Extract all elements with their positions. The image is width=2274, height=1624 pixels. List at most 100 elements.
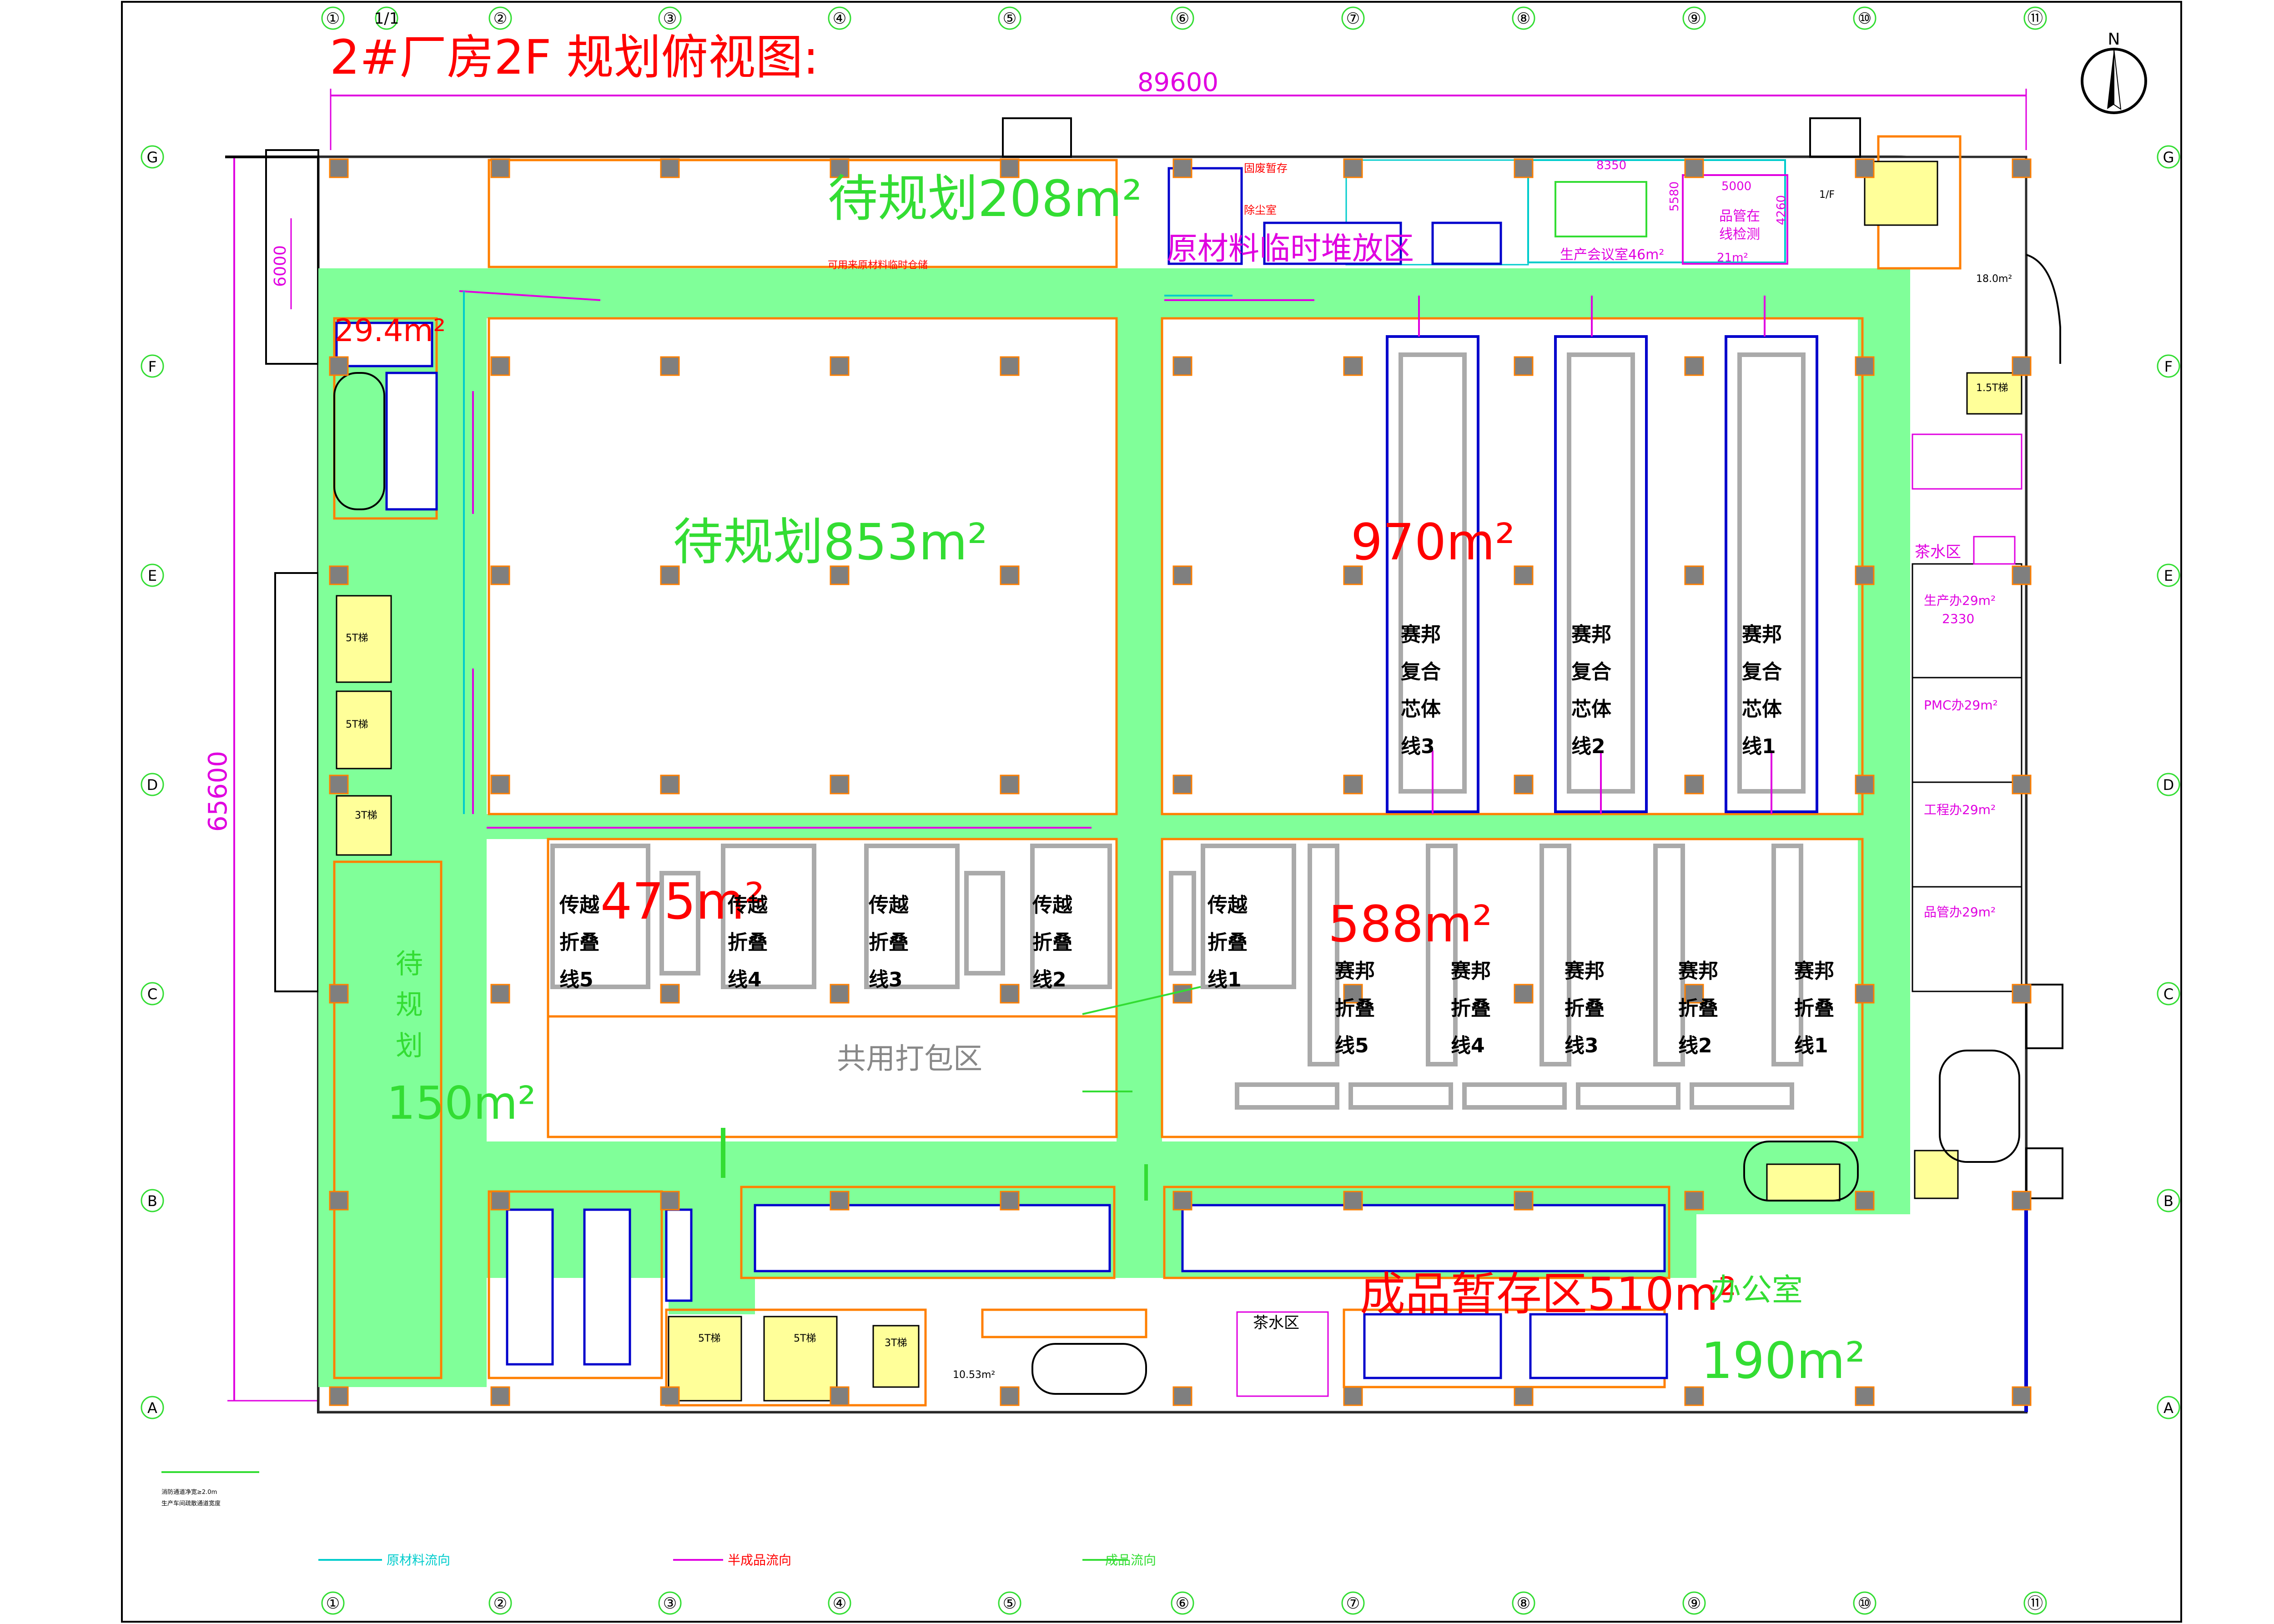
composite-line-label: 芯体: [1571, 698, 1611, 721]
waste-room: 固废暂存: [1244, 162, 1288, 175]
grid-row-label: G: [147, 149, 158, 166]
grid-row-marker: [2157, 982, 2180, 1006]
column: [1172, 1191, 1192, 1211]
column: [1172, 356, 1192, 376]
composite-line-label: 芯体: [1401, 698, 1441, 721]
composite-line-label: 赛邦: [1742, 623, 1782, 646]
transfer-line-label: 线5: [559, 968, 594, 991]
column: [1000, 565, 1020, 585]
dim-5580: 5580: [1668, 181, 1681, 211]
grid-col-marker-bottom: [828, 1591, 851, 1615]
transfer-line-label: 线4: [728, 968, 762, 991]
grid-col-label: ⑧: [1517, 10, 1530, 28]
zone-outlines: [333, 135, 1962, 1407]
saibang-line-label: 折叠: [1451, 997, 1491, 1020]
prod-office: 生产办29m²: [1924, 593, 1996, 608]
composite-line-label: 线1: [1742, 735, 1776, 758]
grid-col-marker: [1512, 6, 1535, 30]
grid-col-label: ⑦: [1346, 10, 1360, 28]
dim-2330: 2330: [1942, 611, 1974, 626]
column: [660, 1386, 680, 1406]
column: [660, 565, 680, 585]
grid-col-label-bottom: ④: [833, 1594, 846, 1613]
grid-row-marker: [141, 354, 164, 378]
page-title: 2#厂房2F 规划俯视图:: [330, 30, 819, 85]
grid-col-marker: [321, 6, 345, 30]
grid-col-marker-bottom: [1512, 1591, 1535, 1615]
left-strip-label-3: 划: [396, 1030, 423, 1062]
column: [830, 1191, 850, 1211]
grid-col-marker: [998, 6, 1021, 30]
column: [2012, 1191, 2032, 1211]
grid-col-marker: [488, 6, 512, 30]
column: [830, 158, 850, 178]
saibang-line-label: 赛邦: [1335, 960, 1375, 983]
dimension-width: 89600: [330, 68, 2027, 150]
area-mid-right: 970m²: [1351, 513, 1515, 571]
elev-3t-1: 3T梯: [355, 810, 377, 821]
column: [329, 565, 349, 585]
packing-label: 共用打包区: [837, 1042, 982, 1076]
transfer-line-label: 传越: [1207, 894, 1248, 917]
grid-row-label: F: [148, 358, 156, 375]
grid-row-label: C: [147, 985, 157, 1003]
stair-1f: 1/F: [1819, 189, 1835, 201]
column: [2012, 774, 2032, 794]
column: [1855, 356, 1875, 376]
grid-col-marker-bottom: [1171, 1591, 1194, 1615]
column: [490, 158, 510, 178]
dim-5000: 5000: [1721, 180, 1751, 193]
column: [660, 356, 680, 376]
grid-col-label-bottom: ③: [663, 1594, 677, 1613]
dim-4260: 4260: [1775, 195, 1788, 225]
saibang-line-label: 赛邦: [1794, 960, 1834, 983]
height-label: 65600: [203, 751, 233, 832]
quality-area: 21m²: [1717, 251, 1748, 265]
transfer-line-label: 传越: [727, 894, 768, 917]
top-rooms: [1345, 159, 1788, 266]
transfer-line-label: 传越: [1032, 894, 1073, 917]
left-strip-label-1: 待: [396, 948, 423, 980]
column: [1343, 1386, 1363, 1406]
column: [660, 774, 680, 794]
legend-raw: 原材料流向: [387, 1553, 450, 1568]
area-mid-left: 待规划853m²: [673, 513, 987, 571]
legend-semi: 半成品流向: [728, 1553, 791, 1568]
grid-row-label: E: [2164, 567, 2173, 584]
grid-row-marker: [141, 1396, 164, 1419]
grid-col-marker: [1341, 6, 1365, 30]
column: [329, 1191, 349, 1211]
saibang-line-label: 线4: [1451, 1034, 1485, 1057]
column: [1514, 984, 1534, 1004]
grid-col-label-bottom: ⑪: [2027, 1594, 2043, 1613]
quality-line-1: 品管在: [1719, 208, 1760, 224]
column: [2012, 565, 2032, 585]
column: [1172, 565, 1192, 585]
grid-row-label: C: [2163, 985, 2173, 1003]
grid-col-label-bottom: ②: [493, 1594, 507, 1613]
saibang-line-label: 线3: [1565, 1034, 1599, 1057]
saibang-line-label: 线1: [1794, 1034, 1828, 1057]
elev-5t-1: 5T梯: [346, 633, 368, 644]
transfer-line-label: 折叠: [728, 931, 768, 954]
column: [1514, 158, 1534, 178]
grid-col-marker-bottom: [1682, 1591, 1706, 1615]
transfer-line-label: 传越: [868, 894, 909, 917]
stairs: [333, 372, 2020, 1395]
column: [1684, 158, 1704, 178]
saibang-line-label: 折叠: [1335, 997, 1375, 1020]
grid-col-label-bottom: ①: [326, 1594, 340, 1613]
area-left-strip: 150m²: [387, 1076, 536, 1130]
column: [1855, 984, 1875, 1004]
grid-row-label: A: [2163, 1399, 2173, 1417]
grid-col-label: ④: [833, 10, 846, 28]
dim-6000: 6000: [271, 245, 290, 287]
column: [329, 1386, 349, 1406]
right-offices: [1236, 433, 2028, 1412]
grid-row-label: E: [148, 567, 157, 584]
composite-line-label: 赛邦: [1571, 623, 1611, 646]
dimension-height: 65600 6000: [203, 156, 327, 1402]
column: [830, 565, 850, 585]
dim-8350: 8350: [1596, 159, 1626, 172]
